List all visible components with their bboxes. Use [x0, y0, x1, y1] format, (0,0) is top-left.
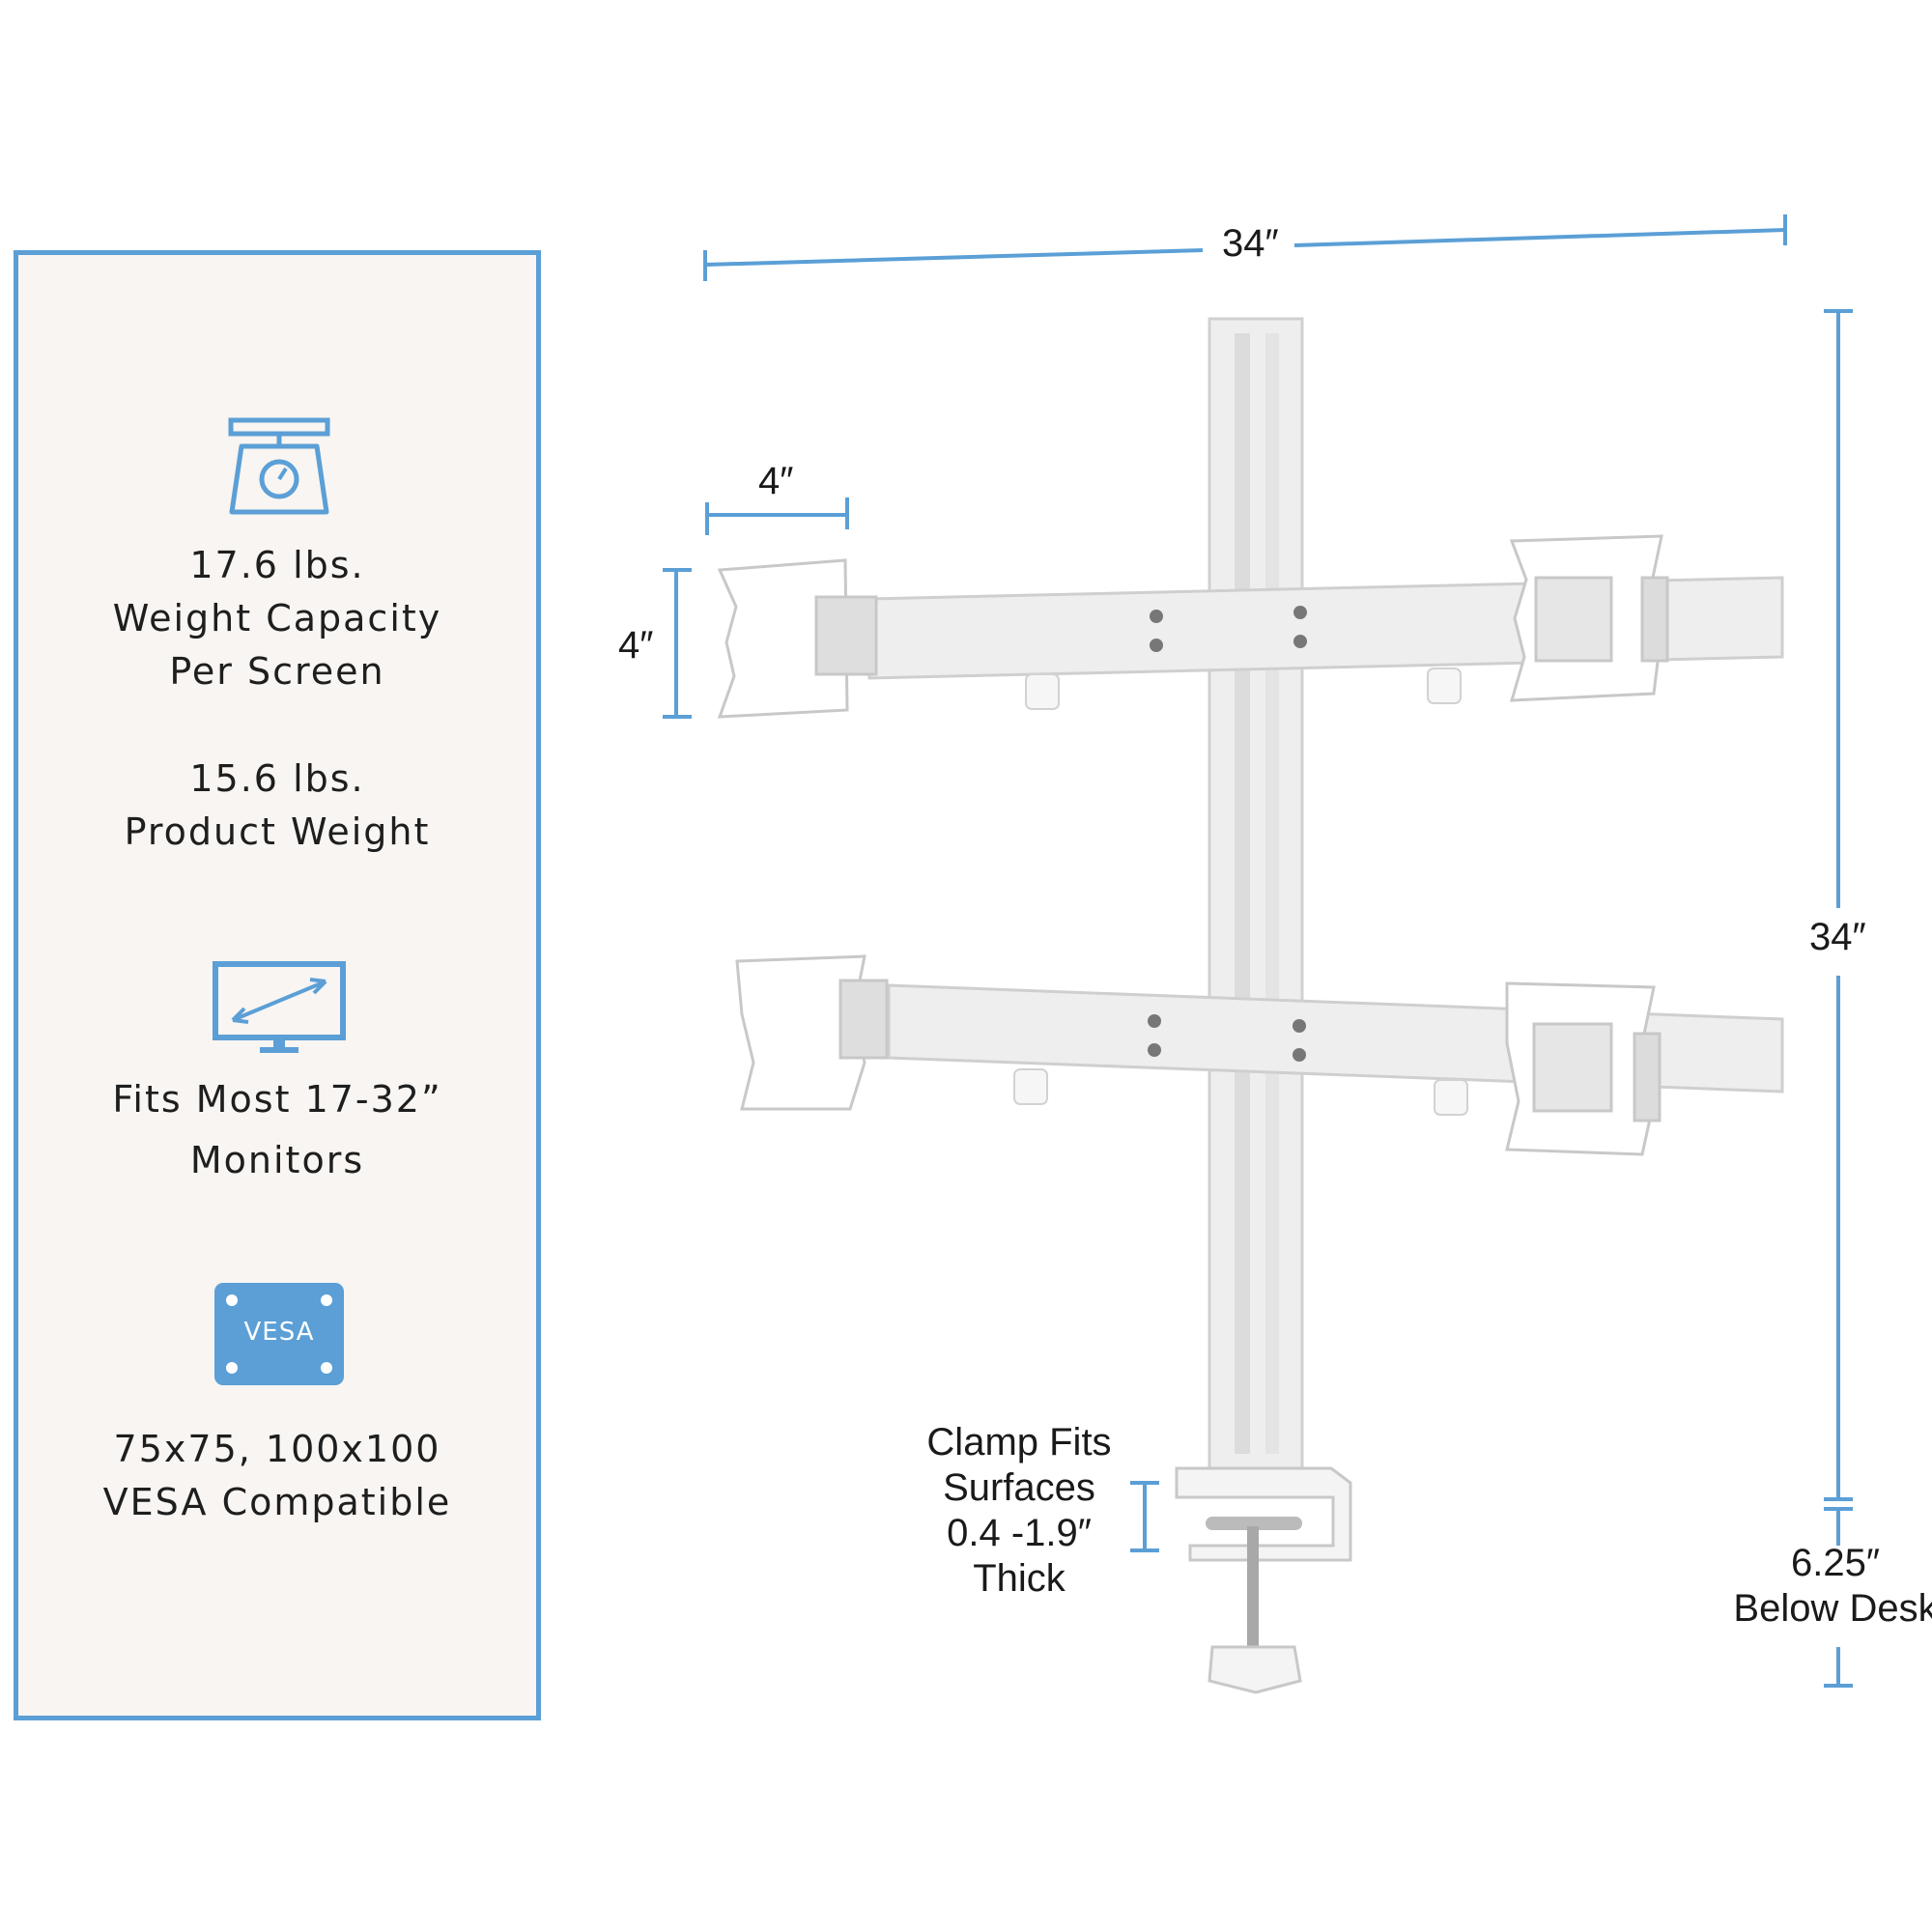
monitor-icon: [213, 961, 346, 1053]
plate-height-dimension: [663, 568, 692, 719]
below-desk-dimension: [1824, 1507, 1853, 1688]
below-desk-label: Below Desk: [1733, 1587, 1932, 1630]
clamp-note-line-3: 0.4 -1.9″: [947, 1512, 1092, 1554]
weight-capacity-value: 17.6 lbs.: [189, 544, 365, 586]
clamp-note-line-2: Surfaces: [943, 1466, 1095, 1509]
plate-width-label: 4″: [758, 460, 794, 502]
plate-height-label: 4″: [618, 624, 654, 667]
clamp-fit-note: Clamp Fits Surfaces 0.4 -1.9″ Thick: [908, 1420, 1130, 1602]
plate-width-dimension: [705, 497, 849, 535]
below-desk-value: 6.25″: [1790, 1542, 1880, 1584]
product-weight-value: 15.6 lbs.: [189, 757, 365, 800]
weight-capacity-unit: Per Screen: [169, 650, 385, 693]
clamp-note-line-4: Thick: [973, 1557, 1065, 1600]
product-weight-label: Product Weight: [124, 810, 431, 853]
desk-clamp: [1175, 1466, 1352, 1694]
overall-height-label: 34″: [1809, 916, 1866, 958]
vesa-plate-top-right: [1509, 534, 1669, 702]
overall-width-dimension: [703, 214, 1787, 281]
vesa-plate-top-left: [717, 558, 878, 719]
overall-height-dimension: [1824, 309, 1853, 1501]
overall-width-label: 34″: [1222, 222, 1279, 265]
spec-panel: 17.6 lbs. Weight Capacity Per Screen 15.…: [14, 250, 541, 1720]
below-desk-note: 6.25″ Below Desk: [1729, 1541, 1932, 1632]
vesa-label: VESA Compatible: [102, 1481, 452, 1523]
mount-pole: [1208, 317, 1304, 1470]
vesa-plate-bottom-left: [735, 954, 889, 1111]
monitor-size-label: Monitors: [189, 1139, 365, 1181]
weight-capacity-label: Weight Capacity: [112, 597, 442, 639]
monitor-size-value: Fits Most 17-32”: [112, 1078, 442, 1121]
scale-icon: [228, 417, 330, 515]
vesa-sizes: 75x75, 100x100: [113, 1428, 441, 1470]
vesa-plate-icon: VESA: [214, 1283, 344, 1385]
clamp-range-dimension: [1130, 1481, 1159, 1552]
vesa-icon-text: VESA: [243, 1318, 315, 1347]
clamp-note-line-1: Clamp Fits: [926, 1421, 1112, 1463]
vesa-plate-bottom-right: [1505, 981, 1662, 1156]
